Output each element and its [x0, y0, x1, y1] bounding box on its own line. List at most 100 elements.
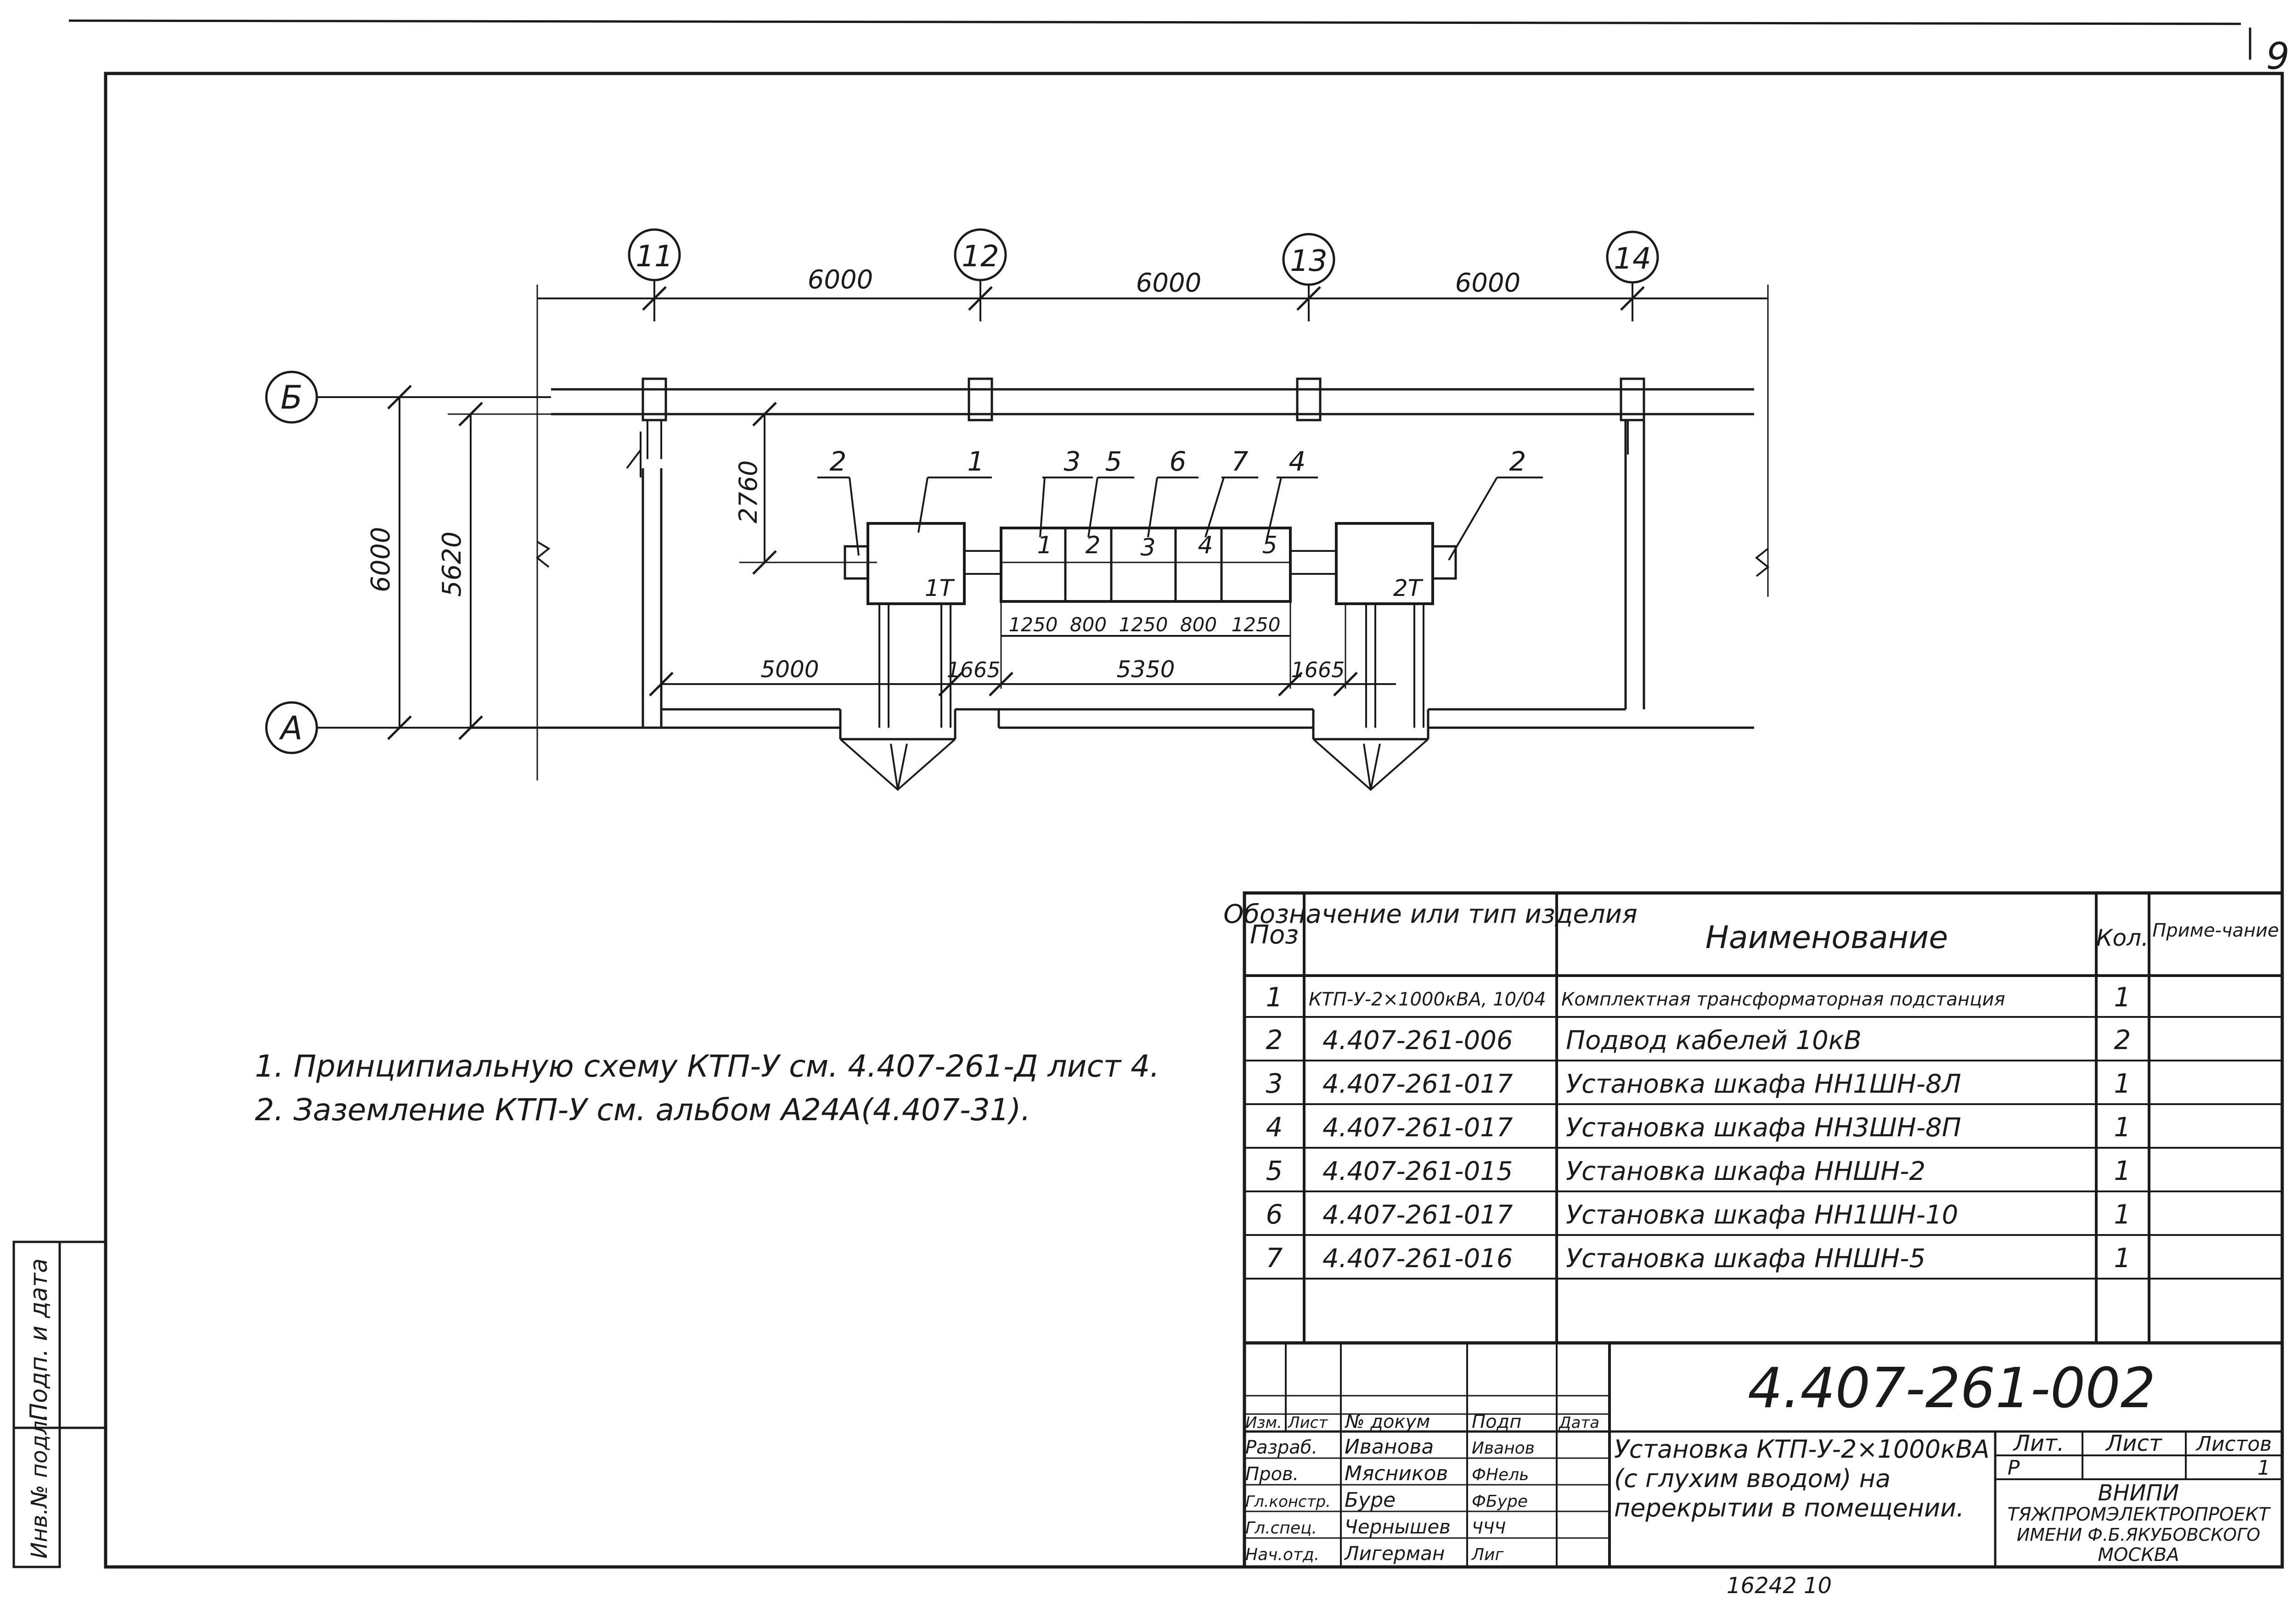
callout-2-right: 2 [1448, 446, 1543, 561]
drawing-frame [104, 72, 2284, 1569]
dim-top-1: 6000 [808, 265, 873, 295]
dim-cabinet-1: 1250 [1009, 613, 1058, 636]
svg-text:Установка шкафа ННШН-2: Установка шкафа ННШН-2 [1566, 1156, 1925, 1186]
svg-text:1: 1 [2114, 1155, 2131, 1186]
callout-4: 4 [1266, 446, 1318, 538]
staff-row-4: Гл.спец. Чернышев ЧЧЧ [1245, 1516, 1506, 1538]
svg-text:5: 5 [1105, 446, 1122, 477]
svg-text:11: 11 [636, 240, 673, 274]
svg-text:4.407-261-017: 4.407-261-017 [1322, 1069, 1513, 1099]
cable-entry-left [844, 545, 869, 580]
cabinet-2: 2 [1085, 532, 1100, 559]
svg-text:4: 4 [1289, 446, 1306, 477]
svg-text:1: 1 [2114, 1112, 2131, 1143]
column-14 [1620, 377, 1645, 421]
col-header-sign: Подп [1472, 1411, 1521, 1432]
column-12 [968, 377, 993, 421]
svg-text:7: 7 [1232, 446, 1249, 477]
door-swing-left [839, 738, 956, 791]
org-line-1: ВНИПИ [2098, 1480, 2179, 1506]
svg-text:Подвод кабелей 10кВ: Подвод кабелей 10кВ [1566, 1026, 1862, 1055]
lit-label: Лит. [2013, 1431, 2065, 1456]
dim-bottom-4: 1665 [1291, 657, 1345, 682]
side-stamp-inventory: Инв.№ подл. [27, 1414, 52, 1559]
svg-text:13: 13 [1290, 244, 1327, 278]
svg-text:Пров.: Пров. [1245, 1464, 1299, 1485]
svg-text:1: 1 [2114, 1068, 2131, 1099]
col-header-date: Дата [1558, 1414, 1599, 1432]
svg-text:6: 6 [1170, 446, 1187, 477]
axis-bubble-b: Б [265, 371, 318, 424]
dim-cabinet-5: 1250 [1232, 613, 1281, 636]
axis-bubble-13: 13 [1282, 233, 1335, 286]
staff-row-3: Гл.констр. Буре ФБуре [1245, 1488, 1528, 1512]
spec-row-6: 6 4.407-261-017 Установка шкафа НН1ШН-10… [1266, 1199, 2131, 1230]
dim-left-1: 6000 [366, 527, 396, 592]
sheet-number: 9 [2266, 35, 2290, 78]
svg-text:А: А [279, 709, 303, 747]
axis-bubble-12: 12 [954, 228, 1007, 281]
door-swing-right [1312, 738, 1429, 791]
axis-bubble-a: А [265, 701, 318, 754]
col-header-list: Лист [1287, 1414, 1328, 1432]
spec-row-5: 5 4.407-261-015 Установка шкафа ННШН-2 1 [1266, 1155, 2131, 1186]
svg-text:Комплектная трансформаторная п: Комплектная трансформаторная подстанция [1561, 989, 2005, 1010]
spec-row-1: 1 КТП-У-2×1000кВА, 10/04 Комплектная тра… [1266, 982, 2131, 1013]
substation-plan: 11 12 13 14 Б А [265, 228, 1770, 791]
callout-3: 3 [1039, 446, 1093, 538]
bottom-scribble: 16242 10 [1727, 1573, 1832, 1599]
specification-table: Поз Обозначение или тип изделия Наименов… [1223, 891, 2284, 1345]
col-header-doc: № докум [1345, 1411, 1430, 1432]
column-11 [642, 377, 667, 421]
callout-1: 1 [917, 446, 992, 533]
dim-top-3: 6000 [1455, 268, 1521, 298]
dim-cabinet-3: 1250 [1119, 613, 1168, 636]
svg-text:Иванова: Иванова [1345, 1435, 1434, 1459]
dim-left-2: 5620 [437, 531, 467, 597]
dim-cabinet-4: 800 [1180, 613, 1217, 636]
note-2: 2. Заземление КТП-У см. альбом А24А(4.40… [255, 1092, 1030, 1128]
staff-row-2: Пров. Мясников ФНель [1245, 1462, 1529, 1485]
svg-text:ФНель: ФНель [1472, 1465, 1529, 1484]
dim-cabinet-2: 800 [1070, 613, 1107, 636]
svg-text:1: 1 [2114, 982, 2131, 1013]
title-block: 4.407-261-002 Изм. Лист № докум Подп Дат… [1243, 1341, 2284, 1569]
note-1: 1. Принципиальную схему КТП-У см. 4.407-… [255, 1049, 1159, 1084]
doc-number: 4.407-261-002 [1748, 1357, 2155, 1420]
svg-text:1: 1 [1266, 982, 1283, 1013]
spec-row-4: 4 4.407-261-017 Установка шкафа НН3ШН-8П… [1266, 1112, 2131, 1143]
axis-bubble-14: 14 [1606, 230, 1659, 284]
sheets-label: Листов [2195, 1432, 2272, 1456]
lit-value: Р [2008, 1456, 2020, 1480]
dim-bottom-3: 5350 [1116, 656, 1175, 683]
top-trim-line [68, 19, 2241, 25]
dim-bottom-1: 5000 [760, 656, 819, 683]
svg-text:2: 2 [1509, 446, 1526, 477]
svg-text:Установка шкафа НН3ШН-8П: Установка шкафа НН3ШН-8П [1566, 1113, 1961, 1143]
staff-row-1: Разраб. Иванова Иванов [1245, 1435, 1535, 1459]
spec-header-pos: Поз [1250, 920, 1299, 950]
svg-text:Нач.отд.: Нач.отд. [1245, 1545, 1319, 1564]
svg-text:Лигерман: Лигерман [1344, 1542, 1445, 1565]
svg-text:4.407-261-015: 4.407-261-015 [1322, 1156, 1513, 1186]
drawing-title-box: Установка КТП-У-2×1000кВА (с глухим ввод… [1614, 1435, 1990, 1522]
callout-7: 7 [1204, 446, 1258, 538]
transformer-1t-label: 1Т [925, 575, 955, 601]
dim-offset-label: 2760 [734, 460, 763, 523]
column-13 [1296, 377, 1322, 421]
svg-text:7: 7 [1266, 1242, 1283, 1274]
svg-text:Гл.констр.: Гл.констр. [1245, 1493, 1331, 1511]
svg-text:Буре: Буре [1345, 1488, 1396, 1512]
svg-text:1: 1 [968, 446, 985, 477]
svg-text:5: 5 [1266, 1155, 1283, 1186]
svg-text:Иванов: Иванов [1472, 1439, 1535, 1458]
svg-text:3: 3 [1266, 1068, 1283, 1099]
org-line-3: ИМЕНИ Ф.Б.ЯКУБОВСКОГО [2017, 1525, 2260, 1545]
callout-6: 6 [1147, 446, 1199, 538]
spec-header-note: Приме-чание [2152, 920, 2279, 941]
spec-row-7: 7 4.407-261-016 Установка шкафа ННШН-5 1 [1266, 1242, 2131, 1274]
svg-text:4.407-261-017: 4.407-261-017 [1322, 1113, 1513, 1143]
svg-text:2: 2 [2114, 1024, 2131, 1055]
svg-text:4.407-261-006: 4.407-261-006 [1322, 1026, 1513, 1055]
